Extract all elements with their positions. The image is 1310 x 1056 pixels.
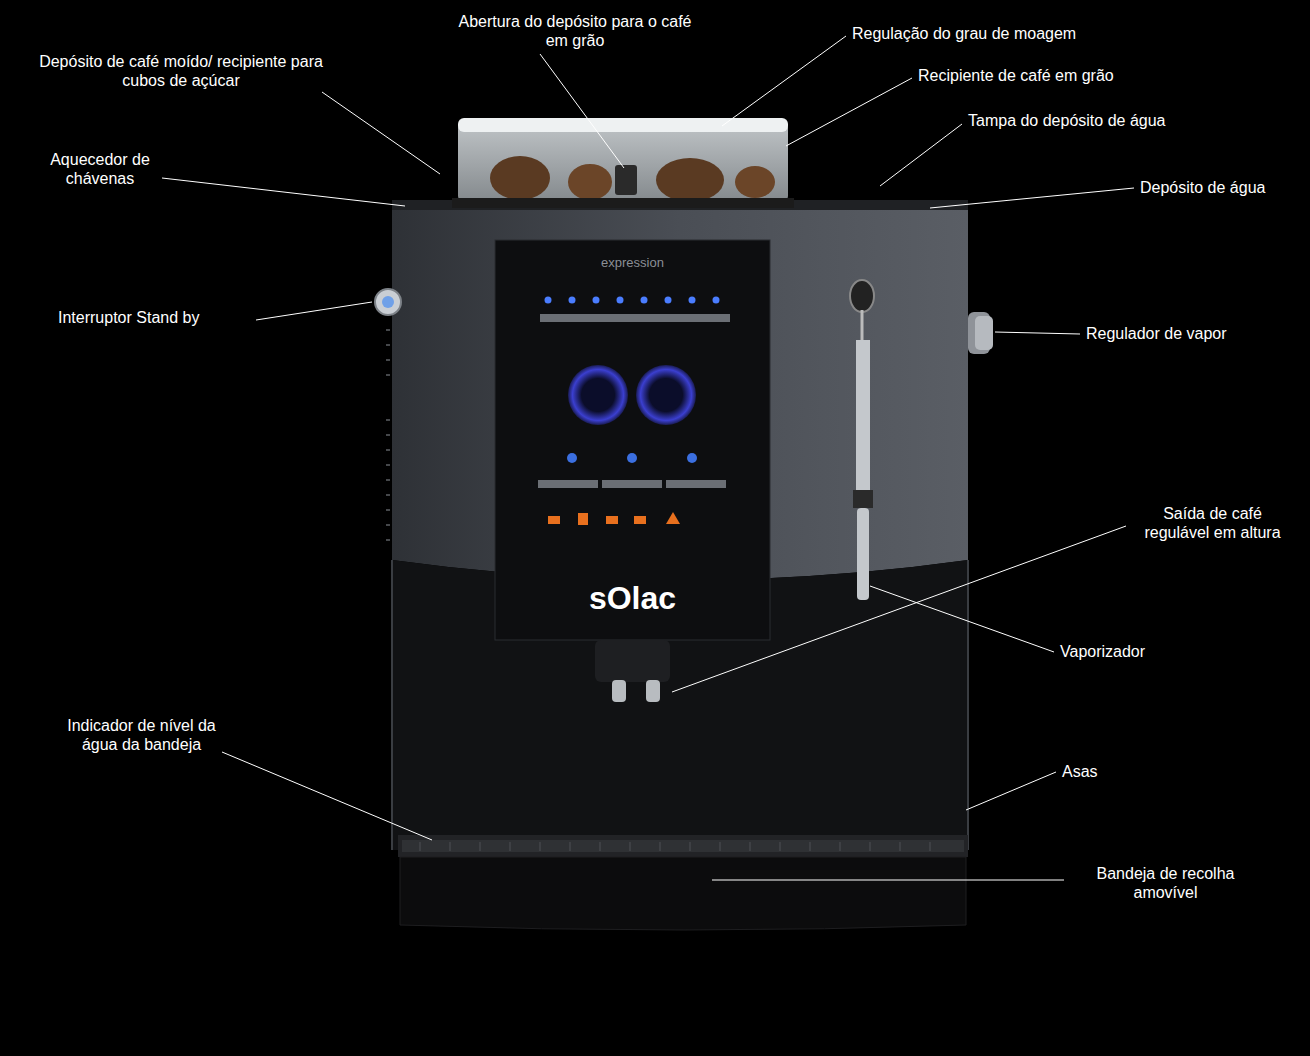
part-label: Abertura do depósito para o café em grão xyxy=(455,12,695,50)
part-label: Indicador de nível da água da bandeja xyxy=(64,716,219,754)
part-label: Tampa do depósito de água xyxy=(968,111,1218,130)
coffee-spout xyxy=(595,640,670,702)
drip-tray xyxy=(398,835,968,930)
part-label: Regulador de vapor xyxy=(1086,324,1276,343)
part-label: Asas xyxy=(1062,762,1132,781)
part-label: Aquecedor de chávenas xyxy=(40,150,160,188)
warning-icons xyxy=(548,512,680,525)
leader-lines xyxy=(162,36,1134,880)
part-label: Regulação do grau de moagem xyxy=(852,24,1182,43)
part-label: Bandeja de recolha amovível xyxy=(1068,864,1263,902)
part-label: Interruptor Stand by xyxy=(58,308,258,327)
cup-button xyxy=(568,365,628,425)
brand-logo: sOlac xyxy=(565,580,700,616)
steam-wand xyxy=(850,280,874,600)
small-icons xyxy=(567,453,697,463)
control-panel xyxy=(495,240,770,640)
led-row xyxy=(545,297,720,304)
part-label: Depósito de água xyxy=(1140,178,1300,197)
tray-grill xyxy=(420,842,930,851)
cup-button xyxy=(636,365,696,425)
steam-knob xyxy=(968,312,993,354)
standby-button xyxy=(375,289,401,315)
part-label: Depósito de café moído/ recipiente para … xyxy=(36,52,326,90)
model-name: expression xyxy=(560,254,705,271)
scale-marks xyxy=(386,330,390,540)
part-label: Recipiente de café em grão xyxy=(918,66,1188,85)
part-label: Saída de café regulável em altura xyxy=(1130,504,1295,542)
part-label: Vaporizador xyxy=(1060,642,1200,661)
bean-hopper xyxy=(452,118,794,208)
